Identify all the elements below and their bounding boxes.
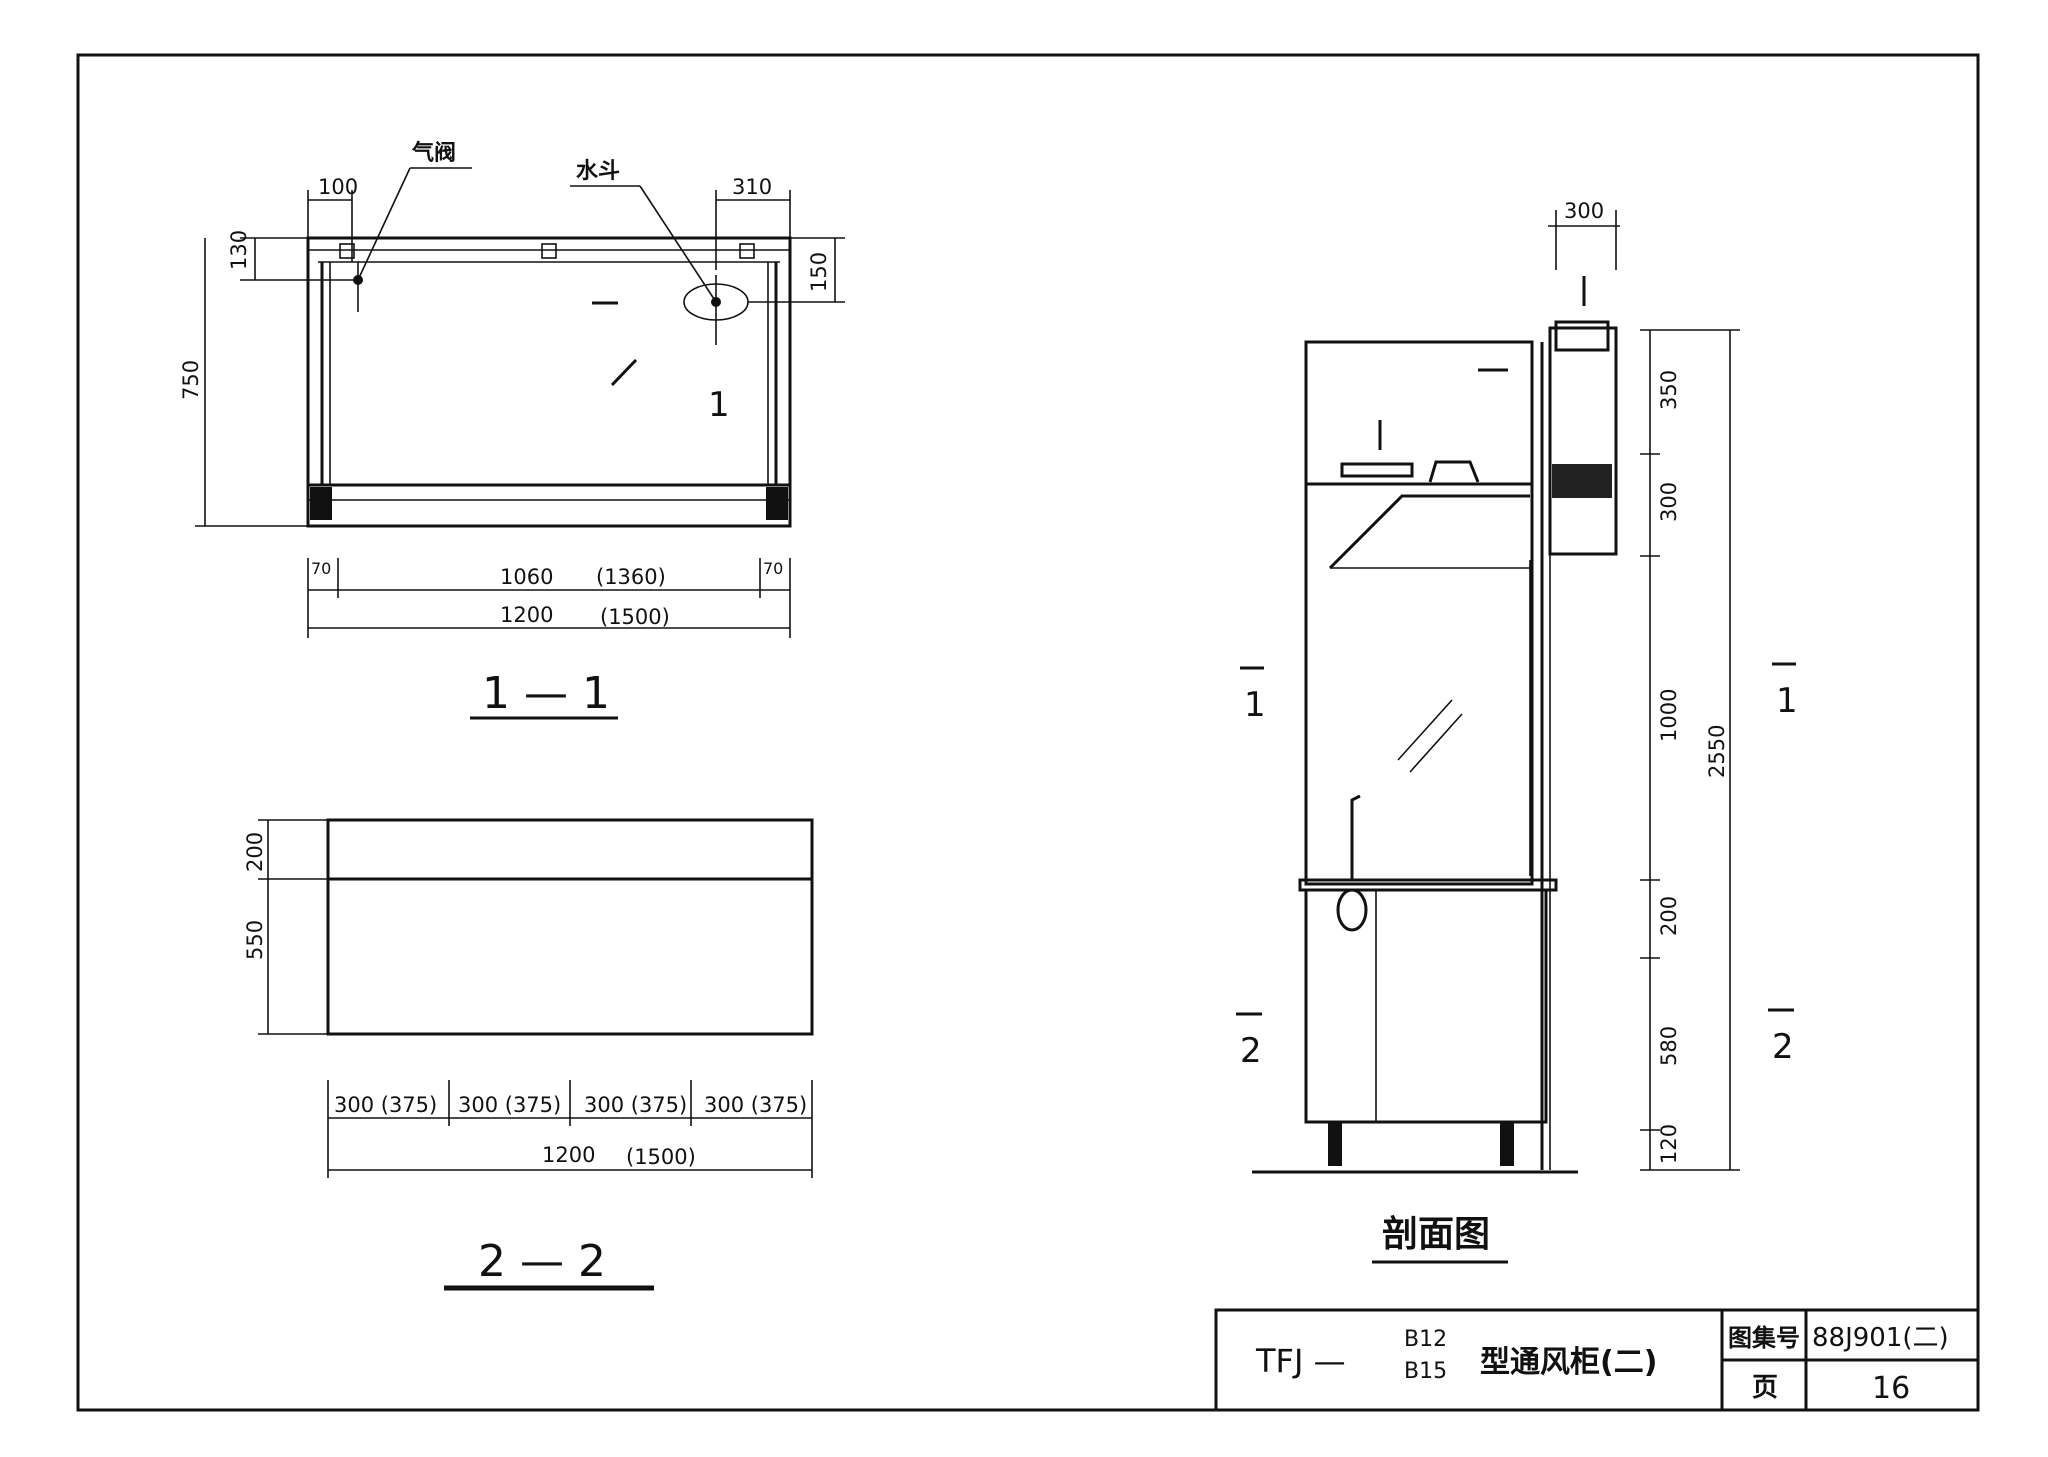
model-prefix: TFJ — [1255, 1342, 1346, 1380]
dim-130: 130 [227, 230, 251, 270]
atlas-number: 88J901(二) [1812, 1323, 1949, 1353]
drawing-name: 型通风柜(二) [1480, 1345, 1657, 1380]
cut-marker-2-right: 2 [1772, 1027, 1794, 1067]
air-valve-leader [357, 167, 411, 281]
dim-300-top: 300 [1564, 199, 1604, 223]
air-valve-label: 气阀 [411, 140, 456, 166]
leg-left [1328, 1122, 1342, 1166]
dim-segment-1: 300 (375) [334, 1093, 437, 1117]
model-lower: B15 [1404, 1359, 1447, 1384]
cut-marker-2-left: 2 [1240, 1031, 1262, 1071]
dim-total-1200: 1200 [542, 1143, 595, 1167]
plan-box-right [739, 243, 755, 259]
elevation-view-2-2: 200 550 300 (375) 300 (375) 300 (375) 30… [243, 818, 814, 1291]
section-title-2-2: 2 — 2 [478, 1236, 606, 1287]
dim-h-580: 580 [1657, 1026, 1681, 1066]
plan-view-1-1: 气阀 水斗 1 100 310 130 750 150 [179, 140, 845, 720]
dim-total-2550: 2550 [1705, 725, 1729, 778]
dim-h-120: 120 [1657, 1124, 1681, 1164]
exhaust-duct [1554, 320, 1610, 352]
dim-segment-4: 300 (375) [704, 1093, 807, 1117]
base-cabinet [1304, 888, 1548, 1124]
cut-marker-1-left: 1 [1244, 685, 1266, 725]
filter-grille [1552, 464, 1612, 498]
dim-310: 310 [732, 175, 772, 199]
exhaust-fan-box [1548, 326, 1618, 556]
glass-hatch-1 [1397, 699, 1453, 761]
dim-200: 200 [243, 832, 267, 872]
plan-outline [306, 236, 792, 528]
hood-upper-body [1304, 340, 1534, 486]
title-block: TFJ — B12 B15 型通风柜(二) 图集号 88J901(二) 页 16 [1214, 1308, 1980, 1412]
dim-1500: (1500) [600, 605, 670, 629]
dim-150: 150 [807, 252, 831, 292]
plan-foot-right [766, 487, 788, 520]
glass-hatch-2 [1409, 713, 1463, 773]
dim-segment-2: 300 (375) [458, 1093, 561, 1117]
hood-knob [1428, 460, 1480, 483]
cut-marker-1-right: 1 [1776, 681, 1798, 721]
leg-right [1500, 1122, 1514, 1166]
hood-baffle [1328, 494, 1530, 570]
hood-work-chamber [1304, 482, 1534, 886]
dim-h-1000: 1000 [1657, 689, 1681, 742]
page-number: 16 [1872, 1371, 1910, 1406]
dim-h-300: 300 [1657, 482, 1681, 522]
atlas-label: 图集号 [1728, 1324, 1800, 1352]
dim-h-200: 200 [1657, 896, 1681, 936]
faucet [1350, 794, 1361, 880]
plan-box-mid [541, 243, 557, 259]
model-upper: B12 [1404, 1327, 1447, 1352]
water-funnel-label: 水斗 [576, 159, 620, 184]
elevation-outline [326, 818, 814, 1036]
profile-section: 300 350 300 1000 200 580 120 2550 1 1 2 … [1236, 199, 1798, 1264]
profile-title: 剖面图 [1382, 1214, 1490, 1255]
sheet-border [76, 53, 1980, 1412]
page-label: 页 [1752, 1373, 1778, 1403]
dim-70-right: 70 [763, 559, 783, 578]
section-marker-1: 1 [708, 385, 730, 425]
dim-1200: 1200 [500, 603, 553, 627]
dim-550: 550 [243, 920, 267, 960]
hood-lamp [1340, 462, 1414, 478]
section-title-1-1: 1 — 1 [482, 668, 610, 719]
dim-h-350: 350 [1657, 370, 1681, 410]
sink-trap [1336, 888, 1368, 932]
flow-mark-diagonal [610, 358, 638, 387]
dim-1360: (1360) [596, 565, 666, 589]
dim-750: 750 [179, 360, 203, 400]
dim-100: 100 [318, 175, 358, 199]
dim-total-1500: (1500) [626, 1145, 696, 1169]
plan-box-left [339, 243, 355, 259]
water-funnel-leader [639, 185, 717, 303]
dim-70-left: 70 [311, 559, 331, 578]
dim-segment-3: 300 (375) [584, 1093, 687, 1117]
dim-1060: 1060 [500, 565, 553, 589]
plan-foot-left [310, 487, 332, 520]
